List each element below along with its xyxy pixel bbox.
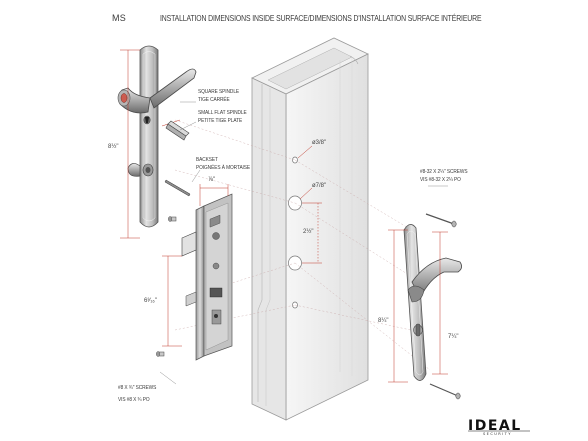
mortise-body (181, 193, 233, 361)
dim-hole-mid: ø7/8" (312, 183, 327, 189)
outer-dimensions (120, 49, 181, 239)
dim-inner-hole-spacing: 7¼" (448, 334, 459, 340)
label-backset-fr: POIGNÉES À MORTAISE (196, 165, 251, 171)
dim-hole-spacing: 2½" (303, 229, 314, 235)
square-spindle (165, 120, 190, 141)
model-code: MS (112, 13, 127, 23)
dim-mortise-length: 6³⁄₁₆" (144, 298, 157, 304)
inner-dimensions (388, 229, 448, 383)
outer-handle (117, 68, 197, 177)
door-frame (251, 37, 369, 421)
inner-escutcheon (403, 224, 462, 381)
label-square-spindle-en: SQUARE SPINDLE (198, 89, 240, 95)
label-flat-spindle-fr: PETITE TIGE PLATE (198, 118, 243, 124)
label-long-screws-fr: VIS #8-32 X 2¼ PO (420, 177, 461, 183)
mortise-screws (156, 216, 177, 357)
label-backset-en: BACKSET (196, 157, 218, 163)
label-short-screws-fr: VIS #8 X ¾ PO (118, 397, 150, 403)
dim-hole-top: ø3/8" (312, 140, 327, 146)
flat-spindle (164, 179, 191, 197)
dim-backset: ⅞" (208, 177, 216, 183)
page-title: INSTALLATION DIMENSIONS INSIDE SURFACE/D… (160, 13, 482, 23)
mortise-dimensions (162, 184, 229, 347)
label-long-screws-en: #8-32 X 2¼" SCREWS (420, 169, 468, 175)
label-flat-spindle-en: SMALL FLAT SPINDLE (198, 110, 247, 116)
alignment-lines (174, 119, 431, 371)
label-square-spindle-fr: TIGE CARRÉE (198, 97, 230, 103)
dim-inner-plate-height: 8¼" (378, 318, 389, 324)
frame-dimensions (297, 145, 322, 264)
leader-lines (159, 101, 448, 385)
dim-outer-plate-height: 8½" (108, 144, 119, 150)
label-short-screws-en: #8 X ¾" SCREWS (118, 385, 157, 391)
outer-escutcheon (139, 45, 159, 228)
inner-long-screws (425, 213, 461, 400)
brand-tagline: SECURITY (483, 432, 512, 436)
brand-logo: IDEAL (468, 418, 522, 434)
